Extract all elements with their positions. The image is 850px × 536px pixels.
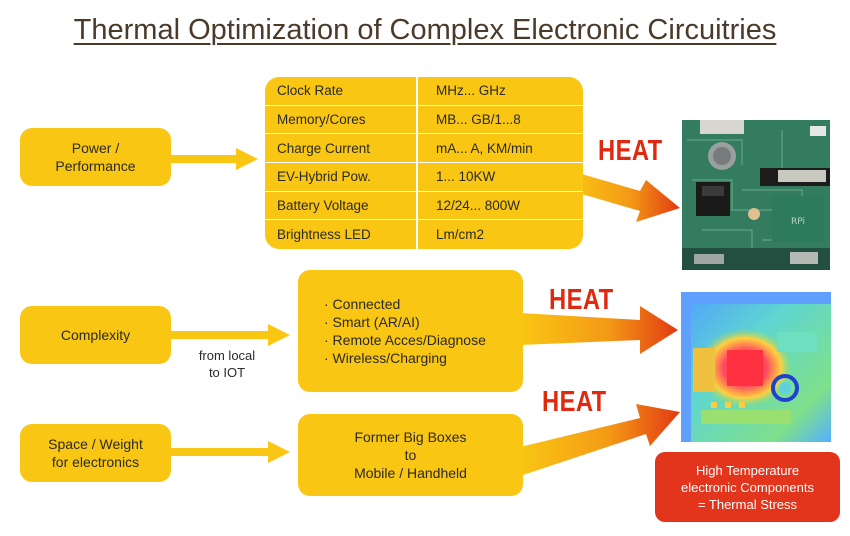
diagram-title: Thermal Optimization of Complex Electron…	[73, 14, 777, 46]
circuit-board-image: RPi	[682, 120, 830, 270]
former-line2: to	[404, 447, 417, 463]
heat-arrows	[520, 170, 680, 476]
table-row: EV-Hybrid Pow. 1... 10KW	[265, 162, 583, 192]
list-item: · Wireless/Charging	[324, 350, 447, 366]
arrow-complexity-to-list	[171, 324, 290, 346]
space-label-line2: for electronics	[51, 454, 140, 470]
power-performance-box: Power / Performance	[20, 128, 171, 186]
spec-label: Memory/Cores	[265, 105, 418, 134]
svg-text:RPi: RPi	[791, 217, 805, 227]
space-weight-box: Space / Weight for electronics	[20, 424, 171, 482]
table-row: Charge Current mA... A, KM/min	[265, 134, 583, 163]
thermal-stress-box: High Temperature electronic Components =…	[655, 452, 840, 522]
list-item: · Remote Acces/Diagnose	[324, 332, 486, 348]
spec-label: EV-Hybrid Pow.	[265, 162, 418, 191]
spec-value: 1... 10KW	[436, 169, 496, 185]
table-row: Memory/Cores MB... GB/1...8	[265, 105, 583, 135]
note-line2: to IOT	[208, 365, 246, 380]
heat-label-3: HEAT	[542, 386, 607, 418]
heat-label-1: HEAT	[598, 135, 663, 167]
table-row: Brightness LED Lm/cm2	[265, 220, 583, 249]
yellow-arrows	[171, 148, 290, 463]
power-label-line1: Power /	[71, 140, 120, 156]
spec-value: MB... GB/1...8	[436, 111, 521, 127]
spec-value: mA... A, KM/min	[436, 140, 533, 156]
complexity-box: Complexity	[20, 306, 171, 364]
table-row: Clock Rate MHz... GHz	[265, 77, 583, 106]
heat-label-2: HEAT	[549, 284, 614, 316]
from-local-note: from local to IOT	[188, 347, 266, 381]
result-line3: = Thermal Stress	[697, 496, 798, 512]
heat-arrow-1	[568, 170, 680, 222]
list-item: · Connected	[324, 296, 401, 312]
former-line1: Former Big Boxes	[354, 429, 467, 445]
spec-value: MHz... GHz	[436, 83, 506, 99]
heat-arrow-3	[520, 404, 680, 476]
spec-table: Clock Rate MHz... GHz Memory/Cores MB... G…	[265, 77, 583, 249]
result-line1: High Temperature	[695, 462, 800, 478]
arrow-space-to-former	[171, 441, 290, 463]
spec-label: Clock Rate	[265, 77, 418, 105]
result-line2: electronic Components	[681, 479, 814, 495]
former-boxes-box: Former Big Boxes to Mobile / Handheld	[298, 414, 523, 496]
list-item: · Smart (AR/AI)	[324, 314, 420, 330]
complexity-label: Complexity	[60, 327, 131, 343]
former-line3: Mobile / Handheld	[354, 465, 467, 481]
note-line1: from local	[198, 348, 256, 363]
heat-arrow-2	[520, 306, 678, 354]
spec-label: Charge Current	[265, 134, 418, 162]
arrow-power-to-table	[171, 148, 258, 170]
complexity-list-box: · Connected · Smart (AR/AI) · Remote Acc…	[298, 270, 523, 392]
spec-value: Lm/cm2	[436, 227, 485, 243]
spec-label: Battery Voltage	[265, 191, 418, 220]
space-label-line1: Space / Weight	[48, 436, 143, 452]
power-label-line2: Performance	[55, 158, 136, 174]
thermal-camera-image	[681, 292, 831, 442]
spec-label: Brightness LED	[265, 220, 418, 249]
spec-value: 12/24... 800W	[436, 197, 521, 213]
table-row: Battery Voltage 12/24... 800W	[265, 191, 583, 221]
